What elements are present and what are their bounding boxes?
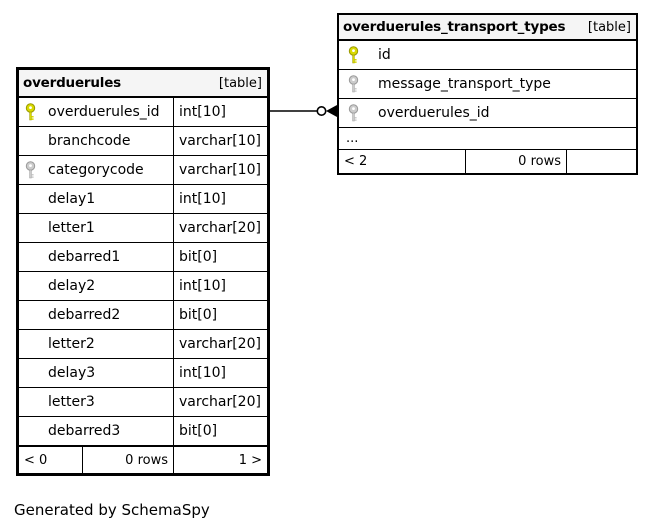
- table-header-overduerules-transport-types[interactable]: overduerules_transport_types [table]: [339, 15, 636, 41]
- column-name: delay1: [48, 191, 96, 207]
- table-overduerules: overduerules [table] overduerules_id int…: [16, 67, 270, 476]
- arrowhead-marker: [326, 105, 337, 117]
- paging-next: 1 >: [173, 447, 267, 473]
- column-name: debarred1: [48, 249, 121, 265]
- table-row: delay2 int[10]: [19, 272, 267, 301]
- index-key-icon: [339, 75, 361, 93]
- relationship-connector: [270, 105, 337, 117]
- column-type: varchar[20]: [179, 220, 261, 236]
- paging-rowcount: 0 rows: [465, 150, 566, 173]
- primary-key-icon: [19, 103, 39, 121]
- column-type: int[10]: [179, 191, 226, 207]
- paging-rowcount: 0 rows: [82, 447, 173, 473]
- column-name: letter1: [48, 220, 95, 236]
- table-row: debarred2 bit[0]: [19, 301, 267, 330]
- paging-next: [566, 150, 636, 173]
- table-overduerules-transport-types: overduerules_transport_types [table] id: [337, 13, 638, 175]
- column-type: varchar[20]: [179, 336, 261, 352]
- column-name: overduerules_id: [378, 105, 490, 121]
- table-paging: < 2 0 rows: [339, 150, 636, 173]
- table-row: debarred1 bit[0]: [19, 243, 267, 272]
- index-key-icon: [339, 104, 361, 122]
- table-title[interactable]: overduerules: [23, 75, 122, 91]
- index-key-icon: [19, 161, 39, 179]
- table-row: id: [339, 41, 636, 70]
- table-tag: [table]: [587, 19, 631, 35]
- table-row: categorycode varchar[10]: [19, 156, 267, 185]
- column-name: delay2: [48, 278, 96, 294]
- column-type: int[10]: [179, 278, 226, 294]
- column-name: categorycode: [48, 162, 144, 178]
- column-name: debarred2: [48, 307, 121, 323]
- table-row: letter2 varchar[20]: [19, 330, 267, 359]
- column-name: branchcode: [48, 133, 131, 149]
- table-row: overduerules_id int[10]: [19, 98, 267, 127]
- column-type: bit[0]: [179, 249, 218, 265]
- column-name: letter3: [48, 394, 95, 410]
- table-row: delay1 int[10]: [19, 185, 267, 214]
- column-name: letter2: [48, 336, 95, 352]
- hidden-columns-ellipsis: ...: [339, 128, 636, 150]
- paging-prev: < 2: [344, 154, 368, 169]
- column-name: message_transport_type: [378, 76, 551, 92]
- column-type: int[10]: [179, 104, 226, 120]
- table-title[interactable]: overduerules_transport_types: [343, 19, 566, 35]
- table-header-overduerules[interactable]: overduerules [table]: [19, 70, 267, 98]
- table-row: branchcode varchar[10]: [19, 127, 267, 156]
- table-row: letter1 varchar[20]: [19, 214, 267, 243]
- table-row: overduerules_id: [339, 99, 636, 128]
- table-row: delay3 int[10]: [19, 359, 267, 388]
- column-type: bit[0]: [179, 307, 218, 323]
- primary-key-icon: [339, 46, 361, 64]
- table-row: debarred3 bit[0]: [19, 417, 267, 446]
- table-row: message_transport_type: [339, 70, 636, 99]
- table-row: letter3 varchar[20]: [19, 388, 267, 417]
- column-name: delay3: [48, 365, 96, 381]
- column-type: varchar[10]: [179, 133, 261, 149]
- column-type: varchar[20]: [179, 394, 261, 410]
- table-tag: [table]: [218, 75, 262, 91]
- column-name: id: [378, 47, 391, 63]
- column-name: overduerules_id: [48, 104, 160, 120]
- zero-or-one-circle-marker: [316, 106, 327, 116]
- column-name: debarred3: [48, 423, 121, 439]
- column-type: int[10]: [179, 365, 226, 381]
- paging-prev: < 0: [24, 452, 48, 468]
- generated-by-note: Generated by SchemaSpy: [14, 501, 210, 519]
- column-type: bit[0]: [179, 423, 218, 439]
- column-type: varchar[10]: [179, 162, 261, 178]
- table-paging: < 0 0 rows 1 >: [19, 446, 267, 473]
